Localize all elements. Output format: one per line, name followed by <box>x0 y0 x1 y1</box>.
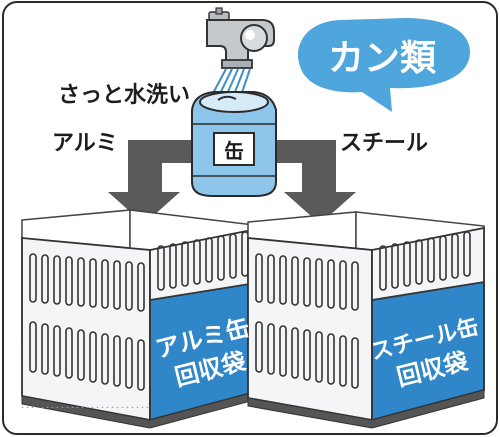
right-arrow <box>264 140 356 224</box>
right-direction-label: スチール <box>340 131 428 156</box>
left-direction-label: アルミ <box>52 131 118 156</box>
bubble-title: カン類 <box>328 38 437 79</box>
can-icon <box>191 91 277 197</box>
rinse-label: さっと水洗い <box>58 83 190 108</box>
left-arrow <box>108 140 196 224</box>
title-bubble <box>298 18 470 112</box>
aluminum-bin <box>21 209 263 429</box>
can-kanji: 缶 <box>224 139 244 163</box>
steel-bin <box>247 211 485 429</box>
faucet-icon <box>206 7 275 69</box>
